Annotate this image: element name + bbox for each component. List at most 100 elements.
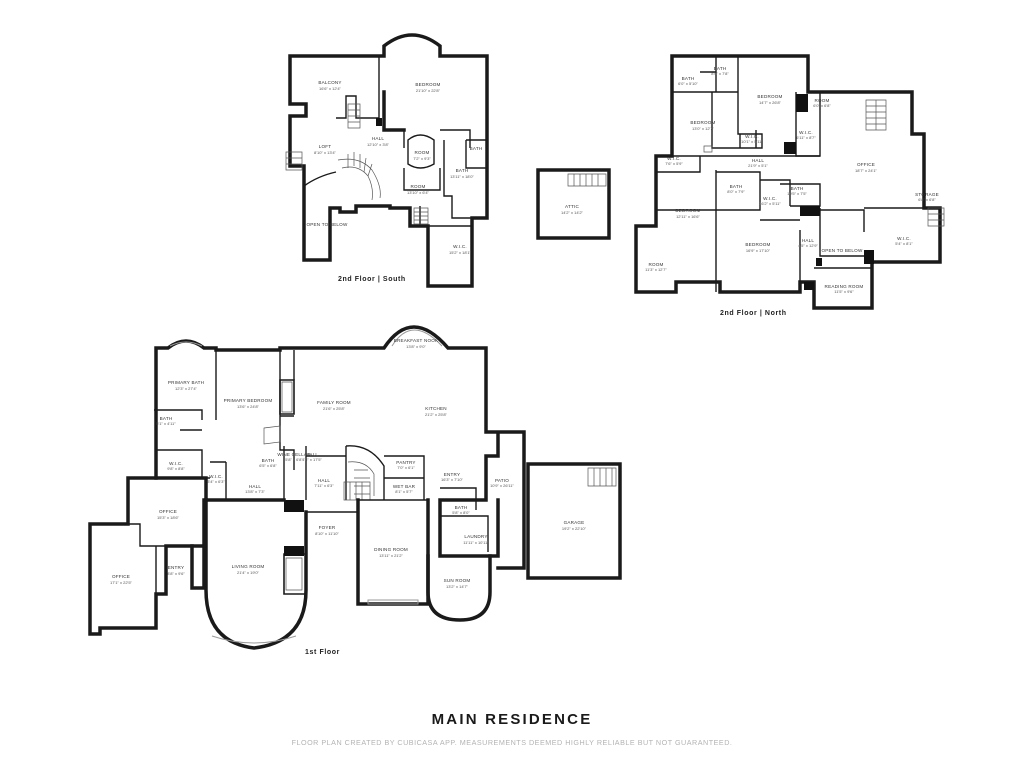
floor-label-1st: 1st Floor	[305, 649, 340, 656]
room-dimension: 6'8" x 6'8"	[918, 197, 936, 202]
room-dimension: 8'8" x 9'6"	[167, 571, 185, 576]
room-dimension: 7'6" x 5'9"	[665, 161, 683, 166]
room-label: ROOM	[814, 98, 829, 103]
second-floor-south-plan	[285, 33, 489, 288]
room-dimension: 3'4" x 6'3"	[207, 479, 225, 484]
room-label: BATH	[455, 505, 468, 510]
room-dimension: 8'10" x 13'4"	[314, 150, 337, 155]
room-dimension: 8'0" x 7'8"	[711, 71, 729, 76]
room-label: LOFT	[319, 144, 332, 149]
room-label: HALL	[802, 238, 815, 243]
room-dimension: 6'5" x 6'8"	[259, 463, 277, 468]
room-dimension: 13'8" x 9'0"	[406, 344, 426, 349]
room-dimension: 13'11" x 18'0"	[450, 174, 474, 179]
room-label: LAUNDRY	[464, 534, 487, 539]
room-label: BREAKFAST NOOK	[394, 338, 439, 343]
room-label: HALL	[306, 452, 319, 457]
room-label: ATTIC	[565, 204, 579, 209]
room-dimension: 21'4" x 19'0"	[237, 570, 260, 575]
room-dimension: 7'11" x 6'3"	[314, 483, 334, 488]
room-dimension: 5'4" x 8'1"	[895, 241, 913, 246]
room-label: OPEN TO BELOW	[822, 248, 863, 253]
room-dimension: 6'11" x 8'7"	[796, 135, 816, 140]
room-label: BATH	[791, 186, 804, 191]
room-label: W.I.C.	[763, 196, 777, 201]
room-dimension: 16'9" x 17'10"	[746, 248, 771, 253]
room-dimension: 11'11" x 10'11"	[463, 540, 489, 545]
room-label: BATH	[682, 76, 695, 81]
room-label: W.I.C.	[897, 236, 911, 241]
room-label: BATH	[714, 66, 727, 71]
room-dimension: 10'5" x 7'5"	[787, 191, 807, 196]
room-dimension: 14'2" x 14'2"	[561, 210, 584, 215]
room-dimension: 21'6" x 25'8"	[323, 406, 346, 411]
room-dimension: 19'2" x 22'10"	[562, 526, 587, 531]
room-label: W.I.C.	[453, 244, 467, 249]
floor-label-2nd-north: 2nd Floor | North	[720, 310, 787, 317]
room-label: BATH	[470, 146, 483, 151]
room-label: PRIMARY BATH	[168, 380, 204, 385]
room-dimension: 15'2" x 18'1"	[449, 250, 472, 255]
room-label: ENTRY	[168, 565, 185, 570]
room-label: WINE CELLAR	[277, 452, 311, 457]
room-label: W.I.C.	[209, 474, 223, 479]
room-label: STORAGE	[915, 192, 939, 197]
room-dimension: 17'1" x 22'5"	[110, 580, 133, 585]
room-dimension: 12'10" x 3'8"	[367, 142, 390, 147]
room-label: BEDROOM	[745, 242, 770, 247]
room-dimension: 14'7" x 26'8"	[759, 100, 782, 105]
room-label: SUN ROOM	[444, 578, 471, 583]
page-title: MAIN RESIDENCE	[431, 711, 593, 728]
room-dimension: 8'10" x 11'10"	[315, 531, 339, 536]
room-label: READING ROOM	[825, 284, 864, 289]
room-label: BATH	[730, 184, 743, 189]
room-label: LIVING ROOM	[232, 564, 265, 569]
room-label: BALCONY	[318, 80, 341, 85]
room-dimension: 8'0" x 7'9"	[727, 189, 745, 194]
room-label: HALL	[318, 478, 331, 483]
room-label: ROOM	[648, 262, 663, 267]
room-dimension: 4'5" x 17'5"	[302, 457, 322, 462]
room-label: FOYER	[319, 525, 336, 530]
room-label: OPEN TO BELOW	[307, 222, 348, 227]
room-label: ROOM	[414, 150, 429, 155]
room-dimension: 10'9" x 26'11"	[490, 483, 514, 488]
room-dimension: 13'11" x 21'2"	[379, 553, 403, 558]
room-label: OFFICE	[159, 509, 177, 514]
room-label: ROOM	[410, 184, 425, 189]
room-label: ENTRY	[444, 472, 461, 477]
room-label: W.I.C.	[745, 134, 759, 139]
room-dimension: 7'0" x 6'1"	[397, 465, 415, 470]
floor-label-2nd-south: 2nd Floor | South	[338, 276, 406, 283]
room-label: BEDROOM	[675, 208, 700, 213]
room-dimension: 5'8" x 6'8"	[285, 457, 303, 462]
room-dimension: 13'6" x 24'8"	[237, 404, 260, 409]
room-dimension: 6'0" x 5'10"	[678, 81, 698, 86]
attic-plan	[536, 168, 611, 240]
room-dimension: 16'2" x 5'11"	[759, 201, 781, 206]
room-label: GARAGE	[564, 520, 585, 525]
room-dimension: 10'1" x 5'11"	[741, 139, 763, 144]
room-dimension: 7'2" x 9'3"	[413, 156, 431, 161]
room-label: PATIO	[495, 478, 509, 483]
room-dimension: 5'8" x 8'0"	[452, 510, 470, 515]
room-dimension: 11'5" x 9'6"	[834, 289, 854, 294]
room-label: HALL	[249, 484, 262, 489]
room-dimension: 13'2" x 14'7"	[446, 584, 469, 589]
room-label: HALL	[372, 136, 385, 141]
second-floor-north-plan	[634, 54, 945, 310]
room-dimension: 12'11" x 16'6"	[676, 214, 700, 219]
room-label: W.I.C.	[667, 156, 681, 161]
room-label: BATH	[456, 168, 469, 173]
room-dimension: 21'9" x 5'1"	[748, 163, 768, 168]
room-label: KITCHEN	[425, 406, 447, 411]
room-dimension: 13'10" x 6'4"	[407, 190, 430, 195]
room-dimension: 21'2" x 25'8"	[425, 412, 448, 417]
room-label: DINING ROOM	[374, 547, 408, 552]
room-label: BEDROOM	[690, 120, 715, 125]
room-dimension: 4'5" x 12'9"	[798, 243, 818, 248]
room-label: W.I.C.	[169, 461, 183, 466]
room-dimension: 16'6" x 12'4"	[319, 86, 342, 91]
room-dimension: 12'3" x 27'4"	[175, 386, 198, 391]
